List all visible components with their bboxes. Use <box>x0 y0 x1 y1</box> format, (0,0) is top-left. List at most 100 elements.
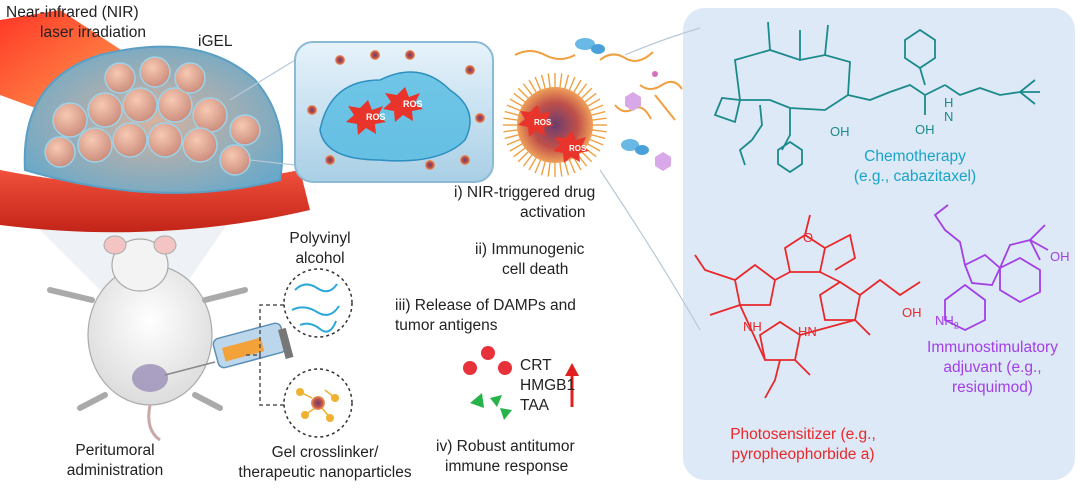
cabazitaxel-structure <box>713 21 1040 174</box>
step1-line2: activation <box>520 204 586 221</box>
micelle-ray <box>563 159 570 176</box>
micelle-ray <box>589 110 606 117</box>
micelle-ray <box>506 138 523 146</box>
up-arrow <box>565 363 579 407</box>
zoom-line-top <box>229 59 296 101</box>
ros-label-micelle-2: ROS <box>569 144 587 153</box>
micelle-ray <box>590 117 607 121</box>
step2-line1: ii) Immunogenic <box>475 241 585 258</box>
micelle-ray <box>547 160 551 177</box>
micelle-ray <box>509 98 525 108</box>
atom-oh-2: OH <box>915 122 935 137</box>
syringe-illustration <box>164 322 294 376</box>
peritumoral-label-line1: Peritumoral <box>75 442 155 459</box>
released-drugs <box>514 38 683 171</box>
atom-h-1: H <box>944 95 954 110</box>
micelle-ray <box>540 159 547 176</box>
atom-nh2: NH2 <box>935 311 959 336</box>
atom-o-1: O <box>803 230 814 245</box>
peritumoral-label-line2: administration <box>66 462 164 479</box>
step4-line1: iv) Robust antitumor <box>436 438 575 455</box>
micelle-ray <box>547 73 551 90</box>
pva-chains <box>291 283 340 333</box>
micelle-ray <box>504 133 521 140</box>
hmgb1-label: HMGB1 <box>520 377 576 394</box>
micelle-ray <box>504 110 521 117</box>
micelle-ray <box>540 74 547 91</box>
ros-label-box-1: ROS <box>366 112 386 122</box>
step3-line1: iii) Release of DAMPs and <box>395 297 576 314</box>
ros-burst-box-2 <box>383 87 423 122</box>
step3-line2: tumor antigens <box>395 317 498 334</box>
atom-nh: NH <box>743 319 762 334</box>
atom-nh2-base: NH <box>935 313 954 328</box>
pva-label-line2: alcohol <box>295 250 345 267</box>
resiquimod-structure <box>933 204 1049 332</box>
atom-hn: HN <box>798 324 817 339</box>
taa-triangles <box>470 393 512 420</box>
crt-dots <box>463 346 512 375</box>
micelle-ray <box>589 133 606 140</box>
atom-oh-1: OH <box>830 124 850 139</box>
ros-label-box-2: ROS <box>403 99 423 109</box>
micelle-ray <box>522 153 534 167</box>
micelle-ray <box>585 142 601 152</box>
pva-label-line1: Polyvinyl <box>289 230 351 247</box>
micelle-ray <box>528 79 538 95</box>
micelle-ray <box>559 160 563 177</box>
gel-crosslinker-label-line2: therapeutic nanoparticles <box>238 464 412 481</box>
micelle-ray <box>528 155 538 171</box>
structures-panel <box>683 8 1075 480</box>
photo-label-line1: Photosensitizer (e.g., <box>730 426 876 443</box>
step4-line2: immune response <box>445 458 569 475</box>
ros-burst-micelle-1 <box>518 105 554 137</box>
micelle-ray <box>579 149 593 163</box>
atom-oh-3: OH <box>902 305 922 320</box>
taa-label: TAA <box>520 397 549 414</box>
step1-line1: i) NIR-triggered drug <box>454 184 596 201</box>
crt-label: CRT <box>520 357 552 374</box>
photo-label-line2: pyropheophorbide a) <box>731 446 875 463</box>
panel-connector-top <box>624 27 701 56</box>
pyropheophorbide-structure <box>694 214 921 399</box>
micelle-ray <box>534 157 542 174</box>
crosslinker-particles <box>296 388 339 422</box>
micelle-ray <box>517 87 531 101</box>
atom-oh-4: OH <box>1050 249 1070 264</box>
micelle-ray <box>587 104 604 112</box>
micelle-ray <box>568 76 576 93</box>
panel-connector-bottom <box>599 169 701 331</box>
micelle-ray <box>522 83 534 97</box>
mouse-illustration <box>47 235 248 442</box>
micelle-ray <box>587 138 604 146</box>
micelle-ray <box>590 129 607 133</box>
micelle-ray <box>568 157 576 174</box>
atom-nh2-sub: 2 <box>953 320 959 331</box>
nir-label-line1: Near-infrared (NIR) <box>6 4 139 21</box>
zoom-nanoparticles <box>307 50 485 170</box>
micelle-ray <box>583 92 597 104</box>
ros-burst-micelle-2 <box>553 131 589 163</box>
micelle-ray <box>506 104 523 112</box>
nir-label-line2: laser irradiation <box>40 24 146 41</box>
atom-n-1: N <box>944 109 954 124</box>
micelle-ray <box>583 146 597 158</box>
ros-burst-box-1 <box>346 100 386 135</box>
micelle-ray <box>534 76 542 93</box>
micelle-ray <box>559 73 563 90</box>
micelle-ray <box>572 79 582 95</box>
micelle-ray <box>509 142 525 152</box>
igel-label: iGEL <box>198 33 233 50</box>
immuno-label-line3: resiquimod) <box>952 379 1033 396</box>
immuno-label-line1: Immunostimulatory <box>927 339 1058 356</box>
zoom-line-bottom <box>249 159 296 166</box>
micelle-ray <box>513 146 527 158</box>
ros-label-micelle-1: ROS <box>534 118 552 127</box>
micelle-ray <box>579 87 593 101</box>
gel-cells <box>44 56 261 176</box>
micelle-ray <box>503 117 520 121</box>
micelle-ray <box>563 74 570 91</box>
gel-crosslinker-label-line1: Gel crosslinker/ <box>271 444 379 461</box>
